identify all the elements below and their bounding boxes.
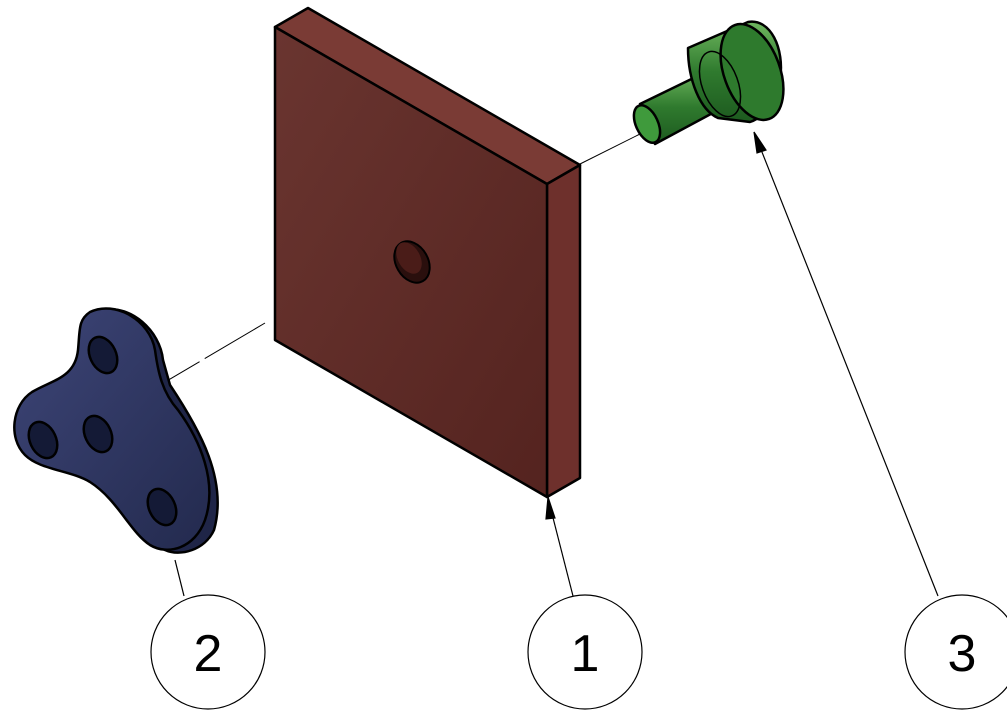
plate-side-face [545, 163, 582, 499]
screw-shank-end [632, 104, 662, 144]
bracket-hole-top [87, 335, 119, 375]
leader-arrow-3 [753, 131, 767, 154]
leader-lines [174, 131, 939, 597]
plate-part [273, 6, 582, 499]
balloon-2: 2 [150, 594, 266, 710]
balloon-2-label: 2 [194, 625, 223, 683]
leader-line-3 [757, 141, 939, 597]
leader-line-2 [174, 559, 185, 597]
bracket-hole-left [27, 420, 59, 460]
bracket-hole-center [82, 414, 114, 454]
screw-head-face [719, 22, 785, 122]
balloon-1: 1 [527, 594, 643, 710]
balloon-3: 3 [904, 594, 1007, 710]
balloon-1-label: 1 [571, 625, 600, 683]
screw-part [632, 20, 785, 146]
leader-arrow-1 [545, 496, 556, 520]
bracket-hole-bottom [146, 487, 178, 527]
leader-line-1 [549, 505, 574, 597]
bracket-part [13, 307, 219, 554]
balloon-3-label: 3 [948, 625, 977, 683]
